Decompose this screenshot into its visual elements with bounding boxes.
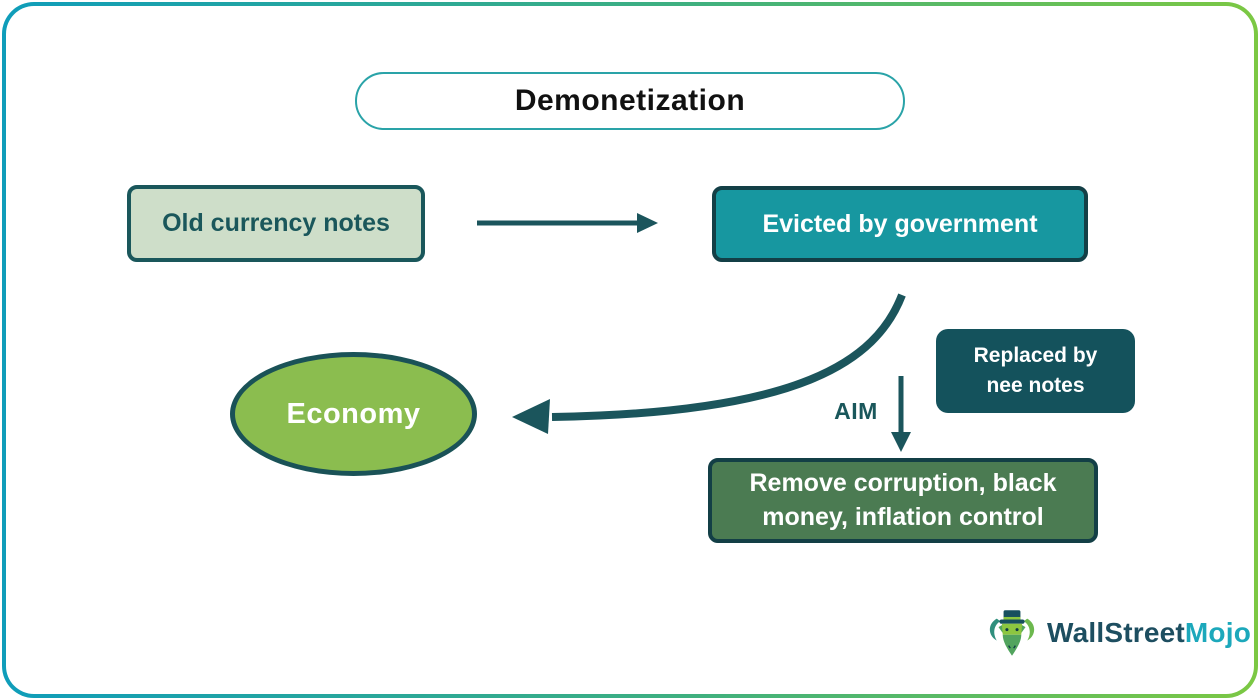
node-remove-corruption-goal: Remove corruption, black money, inflatio… (708, 458, 1098, 543)
wallstreetmojo-wordmark: WallStreetMojo (1047, 617, 1251, 649)
node-evicted-by-government: Evicted by government (712, 186, 1088, 262)
node-replaced-by-new-notes: Replaced by nee notes (936, 329, 1135, 413)
diagram-title: Demonetization (355, 72, 905, 130)
node-economy: Economy (230, 352, 477, 476)
wordmark-secondary: Mojo (1184, 617, 1252, 648)
wallstreetmojo-bull-icon (989, 610, 1035, 656)
aim-arrow-label: AIM (834, 398, 878, 424)
wordmark-primary: WallStreet (1047, 617, 1185, 648)
wallstreetmojo-logo: WallStreetMojo (985, 604, 1251, 662)
node-old-currency-notes: Old currency notes (127, 185, 425, 262)
